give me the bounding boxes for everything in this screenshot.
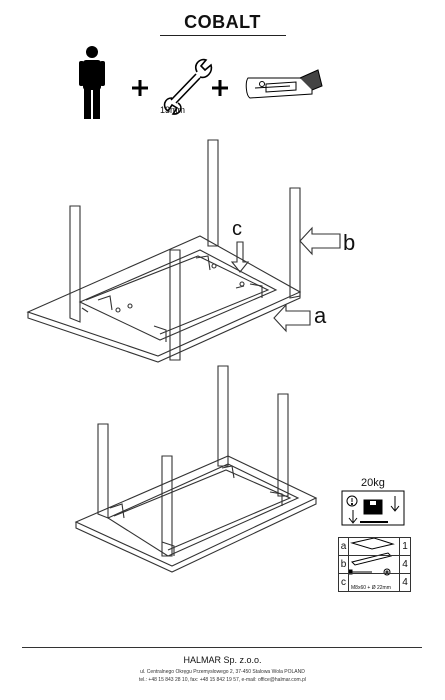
utility-knife-icon <box>245 69 323 99</box>
wrench-size-label: 13mm <box>160 105 186 115</box>
table-leg <box>97 423 109 519</box>
table-leg <box>169 249 181 361</box>
part-quantity: 1 <box>399 537 411 556</box>
weight-warning-icon <box>341 490 405 526</box>
person-icon <box>79 46 105 119</box>
company-name: HALMAR Sp. z.o.o. <box>183 655 262 665</box>
callout-c-label: c <box>232 218 242 240</box>
table-top-outline <box>74 455 318 567</box>
weight-label: 20kg <box>361 477 385 489</box>
apron-frame <box>78 249 278 341</box>
part-picture-cell: M8x60 + Ø 22mm <box>348 573 400 592</box>
callout-b-arrow <box>299 226 341 256</box>
part-key: a <box>338 537 349 556</box>
part-picture-cell <box>348 537 400 556</box>
part-key: c <box>338 573 349 592</box>
table-leg <box>207 139 219 247</box>
bolt-spec: M8x60 + Ø 22mm <box>351 585 391 591</box>
table-leg <box>161 455 173 557</box>
plus-icon <box>212 80 228 96</box>
title-underline <box>160 35 286 36</box>
part-key: b <box>338 555 349 574</box>
page-title: COBALT <box>184 12 261 32</box>
parts-table: a 1 b 4 c M8x60 + Ø 22mm 4 <box>338 537 411 592</box>
part-picture-cell <box>348 555 400 574</box>
table-row: c M8x60 + Ø 22mm 4 <box>338 573 411 592</box>
callout-a-arrow <box>273 303 311 333</box>
table-leg <box>69 205 81 323</box>
assembly-step-2-illustration <box>74 365 318 573</box>
table-leg <box>289 187 301 299</box>
apron-frame <box>106 463 300 557</box>
footer-divider <box>22 647 422 648</box>
assembly-step-1-illustration <box>26 139 341 363</box>
company-address: ul. Centralnego Okręgu Przemysłowego 2, … <box>140 669 305 675</box>
table-leg <box>277 393 289 497</box>
part-quantity: 4 <box>399 555 411 574</box>
plus-icon <box>132 80 148 96</box>
table-row: b 4 <box>338 555 411 574</box>
company-contacts: tel.: +48 15 843 28 10, fax: +48 15 842 … <box>138 677 307 683</box>
table-row: a 1 <box>338 537 411 556</box>
callout-c-arrow <box>230 241 250 273</box>
callout-b-label: b <box>343 230 356 255</box>
part-quantity: 4 <box>399 573 411 592</box>
wrench-icon <box>163 58 213 115</box>
table-leg <box>217 365 229 467</box>
callout-a-label: a <box>314 303 327 328</box>
